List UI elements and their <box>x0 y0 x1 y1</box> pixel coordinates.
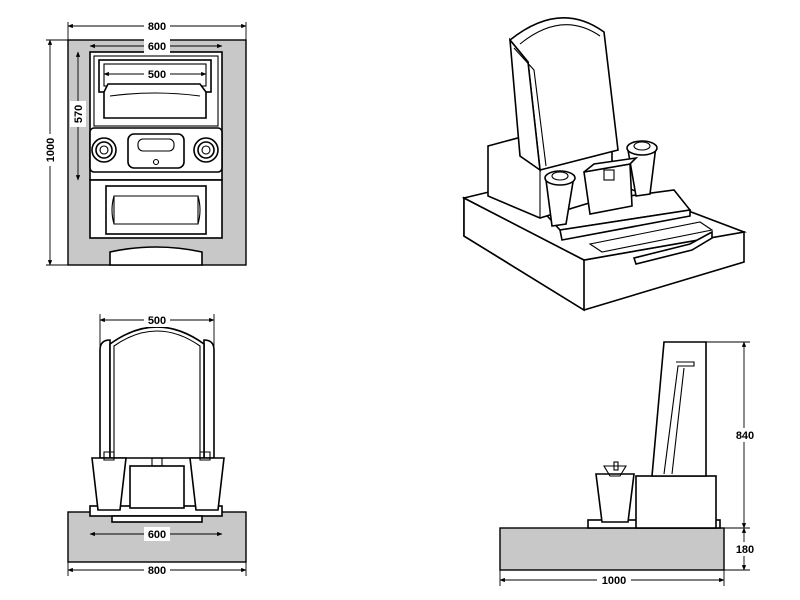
plan-width-outer: 800 <box>148 21 166 33</box>
side-view: 840 180 1000 <box>499 341 758 587</box>
side-height-stone: 840 <box>736 430 754 442</box>
front-view: 500 600 800 <box>67 313 247 577</box>
front-width-base: 800 <box>148 565 166 577</box>
plan-depth-front: 570 <box>73 105 85 123</box>
plan-depth-total: 1000 <box>45 138 57 162</box>
front-width-mid: 600 <box>148 529 166 541</box>
plan-width-inner: 600 <box>148 41 166 53</box>
side-height-base: 180 <box>736 544 754 556</box>
plan-width-stone: 500 <box>148 69 166 81</box>
side-depth-total: 1000 <box>602 575 626 587</box>
isometric-view <box>461 16 748 312</box>
plan-view: 800 600 500 570 1000 <box>42 19 247 266</box>
front-width-top: 500 <box>148 315 166 327</box>
